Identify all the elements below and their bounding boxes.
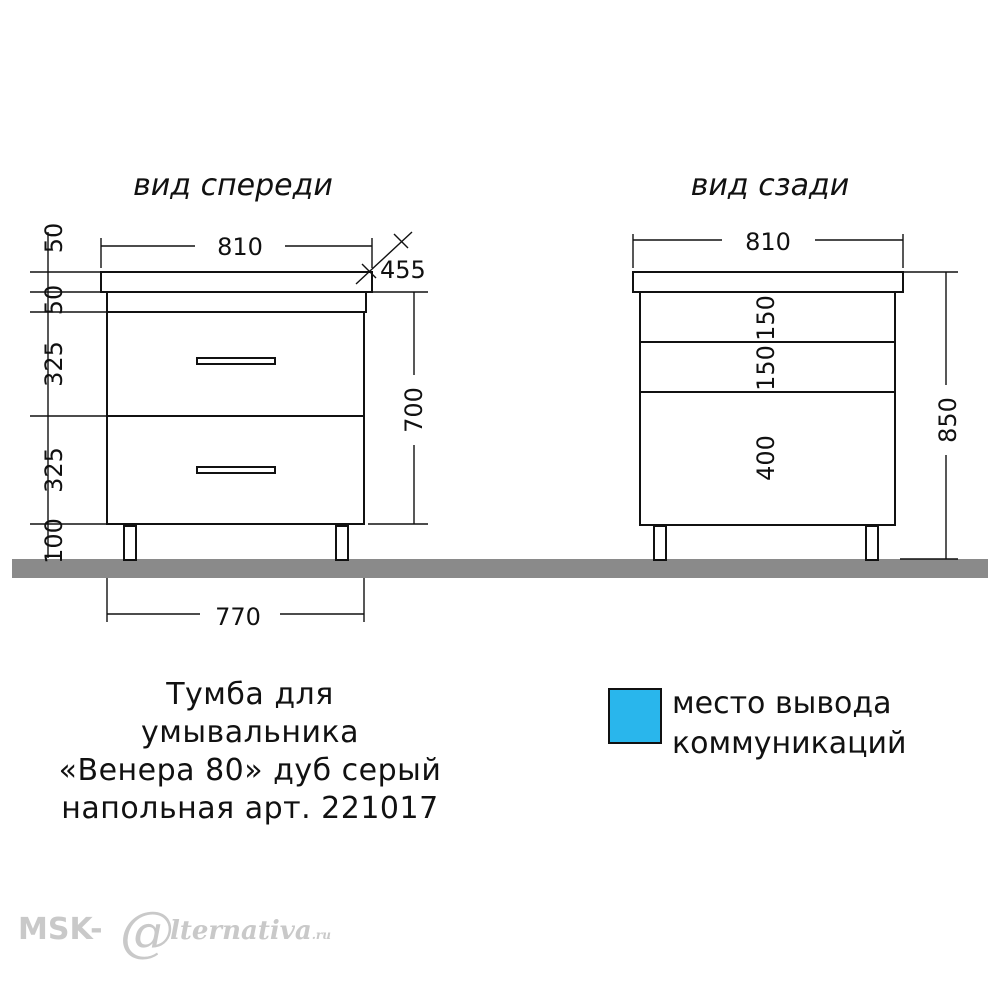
- front-height-body: 700: [400, 387, 428, 433]
- front-top-band: [106, 291, 367, 313]
- front-width-bottom: 770: [215, 603, 261, 631]
- legend-label-line-2: коммуникаций: [672, 726, 907, 761]
- back-h-zone1: 150: [752, 295, 780, 341]
- back-view-title: вид сзади: [691, 168, 850, 203]
- front-depth: 455: [380, 256, 426, 284]
- back-h-zone2: 150: [752, 345, 780, 391]
- legend: место вывода коммуникаций: [608, 684, 988, 774]
- caption-line-3: «Венера 80» дуб серый: [58, 753, 442, 788]
- back-leg-left: [653, 525, 667, 561]
- floor: [12, 559, 988, 578]
- front-h-legs: 100: [40, 518, 68, 564]
- front-h-drawer2: 325: [40, 447, 68, 493]
- caption-line-1: Тумба для: [166, 677, 334, 712]
- front-h-top: 50: [40, 223, 68, 254]
- front-leg-left: [123, 525, 137, 561]
- front-handle-bottom: [196, 466, 276, 474]
- front-h-drawer1: 325: [40, 341, 68, 387]
- watermark-at: @: [120, 900, 174, 963]
- product-caption: Тумба для умывальника «Венера 80» дуб се…: [20, 676, 480, 828]
- front-width-top: 810: [217, 233, 263, 261]
- back-view: вид сзади 810 850 150 150 400: [632, 168, 962, 561]
- front-h-gap: 50: [40, 285, 68, 316]
- watermark-right-text: lternativa: [170, 916, 312, 946]
- back-countertop: [632, 271, 904, 293]
- back-leg-right: [865, 525, 879, 561]
- legend-swatch: [608, 688, 662, 744]
- legend-label: место вывода коммуникаций: [672, 684, 907, 764]
- back-width-top: 810: [745, 228, 791, 256]
- front-view-title: вид спереди: [133, 168, 333, 203]
- watermark-logo: MSK- @ lternativa.ru: [18, 900, 358, 972]
- dim-line: [393, 233, 409, 249]
- legend-label-line-1: место вывода: [672, 686, 892, 721]
- back-communications-zone: [639, 391, 896, 526]
- front-body: [106, 311, 365, 525]
- watermark-right: lternativa.ru: [170, 916, 331, 946]
- dim-line: [355, 231, 413, 285]
- back-h-zone3: 400: [752, 435, 780, 481]
- back-total-height: 850: [934, 397, 962, 443]
- dim-line: [361, 263, 377, 279]
- caption-line-4: напольная арт. 221017: [61, 791, 439, 826]
- front-view: вид спереди 810 455 700: [30, 168, 428, 631]
- front-countertop: [100, 271, 373, 293]
- watermark-left: MSK-: [18, 912, 103, 947]
- front-leg-right: [335, 525, 349, 561]
- front-handle-top: [196, 357, 276, 365]
- caption-line-2: умывальника: [140, 715, 360, 750]
- watermark-suffix: .ru: [311, 928, 331, 942]
